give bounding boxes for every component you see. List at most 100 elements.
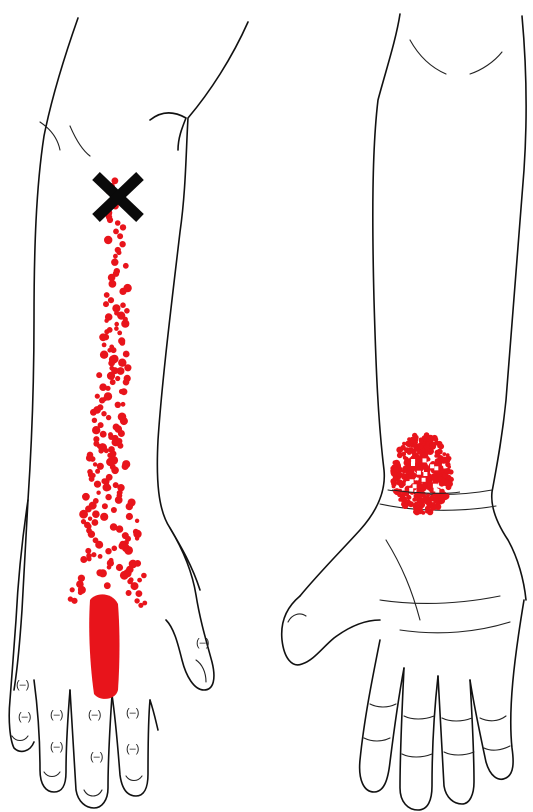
pain-dot [126,590,132,596]
pain-dot [397,472,402,477]
pain-dot [91,552,96,557]
pain-dot [108,360,115,367]
pain-dot [444,469,450,475]
pain-dot [411,475,415,479]
pain-dot [99,569,107,577]
pain-dot [123,351,130,358]
pain-dot [411,450,416,455]
pain-gap [433,484,437,488]
pain-dot [79,510,88,519]
pain-dot [84,522,91,529]
pain-dot [438,444,444,450]
pain-dot [92,418,97,423]
pain-dot [401,452,406,457]
pain-dot [87,557,92,562]
pain-dot [441,457,447,463]
pain-dot [96,491,100,495]
pain-dot [114,322,119,327]
pain-dot [117,443,123,449]
pain-gap [430,464,434,468]
pain-dot [429,449,433,453]
pain-dot [402,503,408,509]
pain-dot [111,467,119,475]
pain-dot [95,394,100,399]
pain-dot [440,489,445,494]
pain-dot [107,217,113,223]
pain-dot [124,546,133,555]
pain-dot [435,504,441,510]
pain-dot [121,320,129,328]
pain-gap [417,471,421,475]
pain-dot [123,263,129,269]
pain-dot [135,519,139,523]
pain-dot [115,220,121,226]
pain-dot [131,582,139,590]
pain-dot [117,367,125,375]
svg-text:(–): (–) [126,743,139,755]
pain-dot [104,582,111,589]
pain-dot [110,379,116,385]
pain-dot [114,326,119,331]
pain-dot [93,462,97,466]
pain-dot [119,241,125,247]
pain-dot [434,440,439,445]
pain-dot [117,233,123,239]
pain-gap [413,484,417,488]
pain-dot [102,343,107,348]
pain-dot [92,426,100,434]
pain-dot [90,409,97,416]
pain-dot [100,351,108,359]
pain-dot [80,556,87,563]
pain-dot [425,452,429,456]
pain-dot [141,573,147,579]
pain-dot [414,440,418,444]
pain-dot [124,308,130,314]
pain-dot [122,463,129,470]
pain-dot [120,417,128,425]
pain-dot [117,331,122,336]
pain-dot [89,476,95,482]
pain-dot [415,455,420,460]
svg-text:(–): (–) [90,751,103,763]
pain-dot [129,577,134,582]
pain-dot [440,499,445,504]
pain-dot [111,347,117,353]
pain-dot [442,452,446,456]
pain-dot [112,546,118,552]
pain-dot [134,560,141,567]
svg-text:(–): (–) [50,709,63,721]
pain-dot [405,441,411,447]
pain-gap [434,466,438,470]
pain-dot [416,466,420,470]
pain-dot [392,484,396,488]
referral-pain-finger-zone [89,594,119,699]
pain-dot [397,453,402,458]
pain-dot [82,493,90,501]
pain-dot [99,383,107,391]
pain-dot [119,543,126,550]
pain-dot [425,506,430,511]
pain-dot [434,437,438,441]
pain-dot [100,431,107,438]
pain-dot [111,507,117,513]
pain-dot [134,598,139,603]
pain-dot [95,541,103,549]
pain-dot [396,447,403,454]
pain-gap [411,462,415,466]
pain-gap [410,479,414,483]
pain-dot [435,458,440,463]
pain-dot [418,444,423,449]
svg-text:(–): (–) [18,711,31,723]
pain-dot [405,471,409,475]
pain-dot [102,397,107,402]
pain-dot [446,481,453,488]
pain-gap [434,488,438,492]
pain-dot [391,471,395,475]
pain-dot [113,229,119,235]
pain-dot [393,467,398,472]
pain-dot [100,513,108,521]
pain-dot [407,450,412,455]
pain-dot [399,484,403,488]
